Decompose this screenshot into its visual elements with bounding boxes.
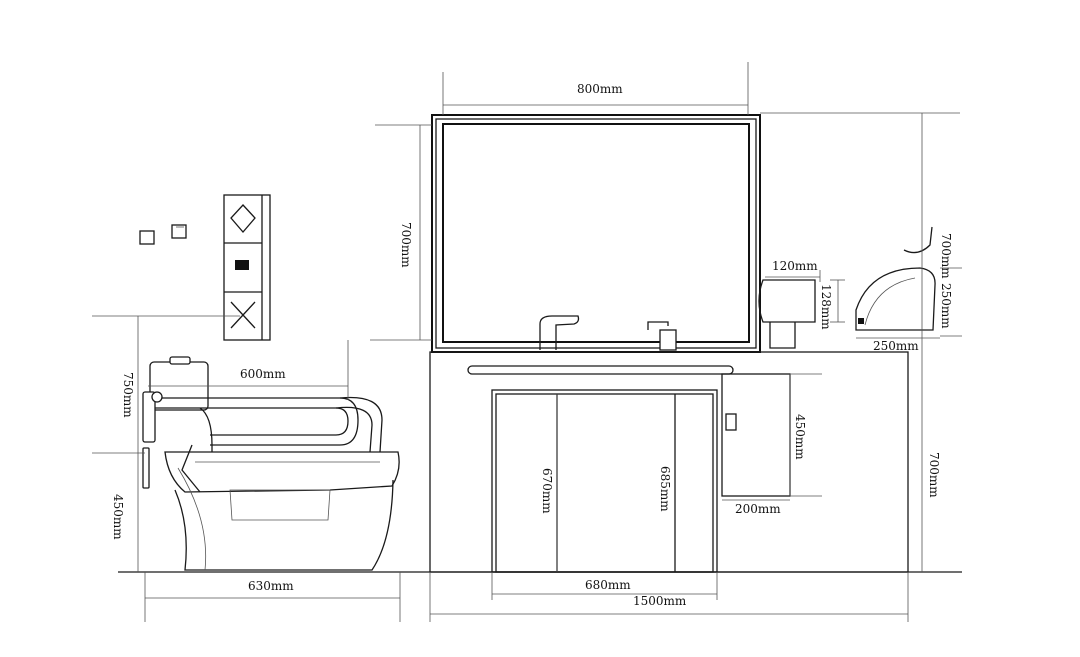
dim-dryer-height: 128mm — [819, 284, 833, 330]
paper-dispenser — [758, 279, 816, 349]
dim-grab-bar-height: 750mm — [121, 372, 135, 418]
dim-toilet-depth: 630mm — [248, 579, 294, 593]
dim-mirror-width: 800mm — [577, 82, 623, 96]
faucet — [539, 315, 580, 350]
soap-dispenser — [647, 321, 677, 351]
control-panel — [223, 194, 271, 341]
dim-mirror-height: 700mm — [399, 222, 413, 268]
dim-door-height-left: 670mm — [540, 468, 554, 514]
dim-hand-dryer-height: 700mm — [939, 233, 953, 279]
dim-door-height-right: 685mm — [658, 466, 672, 512]
dimension-lines — [92, 62, 962, 622]
wall-switch-right — [171, 224, 187, 239]
dim-grab-bar-length: 600mm — [240, 367, 286, 381]
toilet — [142, 356, 400, 571]
keypad-icon — [235, 260, 249, 270]
dim-vanity-length: 1500mm — [633, 594, 687, 608]
dim-door-width: 680mm — [585, 578, 631, 592]
hand-dryer — [855, 226, 936, 331]
dim-vanity-height: 700mm — [927, 452, 941, 498]
vanity — [429, 351, 909, 573]
dim-hand-dryer-width: 250mm — [873, 339, 919, 353]
dim-seat-height: 450mm — [111, 494, 125, 540]
wall-switch-left — [139, 230, 155, 245]
dim-drawer-height: 450mm — [793, 414, 807, 460]
dim-dryer-width: 120mm — [772, 259, 818, 273]
cross-icon — [230, 301, 256, 329]
dim-drawer-width: 200mm — [735, 502, 781, 516]
dim-hand-dryer-size: 250mm — [939, 283, 953, 329]
diamond-icon — [230, 204, 256, 233]
mirror — [431, 114, 761, 353]
